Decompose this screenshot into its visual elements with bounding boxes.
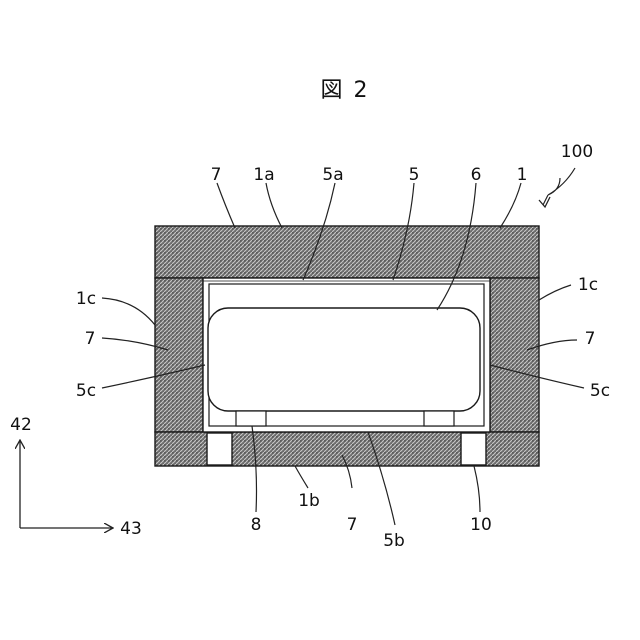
label-5c-left: 5c	[76, 381, 96, 401]
label-1c-left: 1c	[76, 289, 96, 309]
bottom-opening-left	[207, 433, 232, 465]
label-10: 10	[470, 515, 492, 535]
support-foot-right	[424, 411, 454, 426]
component-6	[208, 308, 480, 411]
axis-label-42: 42	[10, 415, 32, 435]
label-7-right: 7	[585, 329, 596, 349]
label-5: 5	[409, 165, 420, 185]
axis-indicator: 42 43	[10, 415, 142, 539]
label-7-bottom: 7	[347, 515, 358, 535]
label-5c-right: 5c	[590, 381, 610, 401]
label-1b: 1b	[298, 491, 320, 511]
housing-left-wall	[155, 278, 203, 432]
label-7-left: 7	[85, 329, 96, 349]
figure-title: 図 2	[321, 78, 370, 103]
label-5b: 5b	[383, 531, 405, 551]
label-100: 100	[561, 142, 593, 162]
label-1c-right: 1c	[578, 275, 598, 295]
axis-label-43: 43	[120, 519, 142, 539]
label-5a: 5a	[322, 165, 343, 185]
label-7-top: 7	[211, 165, 222, 185]
housing-top-wall	[155, 226, 539, 278]
label-8: 8	[251, 515, 262, 535]
label-1a: 1a	[253, 165, 274, 185]
housing-right-wall	[490, 278, 539, 432]
support-foot-left	[236, 411, 266, 426]
label-1: 1	[517, 165, 528, 185]
label-6: 6	[471, 165, 482, 185]
bottom-opening-right	[461, 433, 486, 465]
